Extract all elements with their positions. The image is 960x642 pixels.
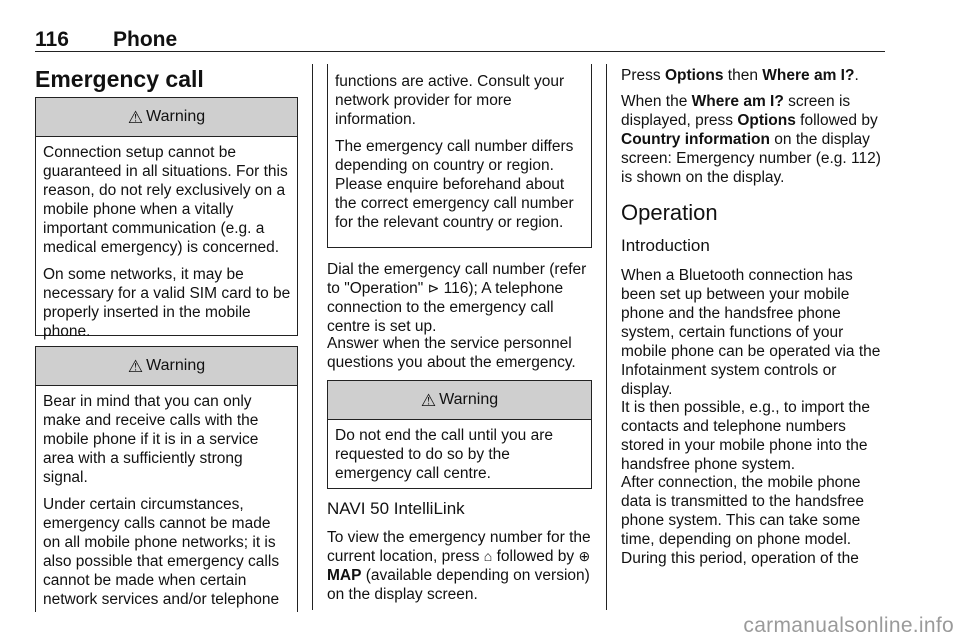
section-heading: Emergency call (35, 66, 204, 92)
column-divider-1 (312, 64, 313, 610)
page-reference-arrow-icon: ⊳ (427, 280, 440, 296)
body-paragraph: Answer when the service personnel questi… (327, 335, 576, 371)
text-run: Press (621, 67, 665, 84)
warning-body: Connection setup cannot be guaranteed in… (36, 137, 297, 347)
page-header: 116 Phone (35, 28, 885, 52)
warning-header: ⚠ Warning (36, 98, 297, 137)
text-run: 116); A telephone connection to the emer… (327, 280, 564, 335)
map-globe-icon: ⊕ (578, 548, 591, 564)
warning-paragraph: functions are active. Consult your netwo… (335, 73, 565, 128)
watermark-text: carmanualsonline.info (743, 614, 954, 637)
body-paragraph: Dial the emergency call number (refer to… (327, 260, 592, 336)
header-divider (35, 51, 885, 52)
warning-body: Do not end the call until you are reques… (328, 420, 591, 489)
section-heading: Operation (621, 200, 718, 225)
body-paragraph: After connection, the mobile phone data … (621, 474, 864, 567)
warning-paragraph: Do not end the call until you are reques… (335, 427, 553, 482)
text-run: then (723, 67, 763, 84)
text-run: screen is displayed, press (621, 93, 851, 129)
home-icon: ⌂ (483, 548, 493, 564)
warning-paragraph: Connection setup cannot be guaranteed in… (43, 144, 288, 256)
options-label: Options (737, 112, 796, 129)
text-run: followed by (795, 112, 878, 129)
body-paragraph: To view the emergency number for the cur… (327, 528, 592, 604)
text-run: (available depending on version) on the … (327, 567, 590, 603)
warning-label: Warning (146, 108, 206, 125)
warning-header: ⚠ Warning (36, 347, 297, 386)
subsection-heading: Introduction (621, 236, 710, 255)
where-am-i-label: Where am I? (691, 93, 784, 110)
warning-paragraph: Under certain circumstances, emergency c… (43, 496, 280, 608)
options-label: Options (664, 67, 724, 84)
body-paragraph: It is then possible, e.g., to import the… (621, 399, 870, 473)
warning-box-3: ⚠ Warning Do not end the call until you … (327, 380, 592, 489)
warning-triangle-icon: ⚠ (127, 356, 144, 376)
warning-box-1: ⚠ Warning Connection setup cannot be gua… (35, 97, 298, 340)
warning-triangle-icon: ⚠ (127, 107, 144, 127)
subsection-heading: NAVI 50 IntelliLink (327, 499, 465, 518)
text-run: To view the emergency number for the cur… (327, 529, 591, 565)
warning-box-2: ⚠ Warning Bear in mind that you can only… (35, 346, 298, 612)
warning-triangle-icon: ⚠ (420, 390, 437, 410)
warning-header: ⚠ Warning (328, 381, 591, 420)
warning-box-continued: functions are active. Consult your netwo… (327, 64, 592, 248)
warning-paragraph: Bear in mind that you can only make and … (43, 393, 259, 486)
body-paragraph: When a Bluetooth connection has been set… (621, 267, 881, 398)
warning-label: Warning (439, 391, 499, 408)
country-information-label: Country information (621, 131, 770, 148)
section-title: Phone (113, 28, 178, 51)
text-run: Dial the emergency call number (refer to… (327, 261, 587, 297)
warning-body: Bear in mind that you can only make and … (36, 386, 297, 615)
where-am-i-label: Where am I? (762, 67, 855, 84)
warning-paragraph: On some networks, it may be necessary fo… (43, 266, 291, 340)
text-run: When the (621, 93, 692, 110)
text-run: followed by (492, 548, 579, 565)
map-label: MAP (327, 567, 362, 584)
warning-body: functions are active. Consult your netwo… (328, 64, 591, 238)
body-paragraph: When the Where am I? screen is displayed… (621, 92, 889, 187)
text-run: . (854, 67, 859, 84)
warning-label: Warning (146, 357, 206, 374)
column-divider-2 (606, 64, 607, 610)
text-run: on the display screen: Emergency number … (621, 131, 881, 186)
body-paragraph: Press Options then Where am I?. (621, 66, 889, 85)
page-number: 116 (35, 28, 69, 51)
warning-paragraph: The emergency call number differs depend… (335, 138, 574, 231)
